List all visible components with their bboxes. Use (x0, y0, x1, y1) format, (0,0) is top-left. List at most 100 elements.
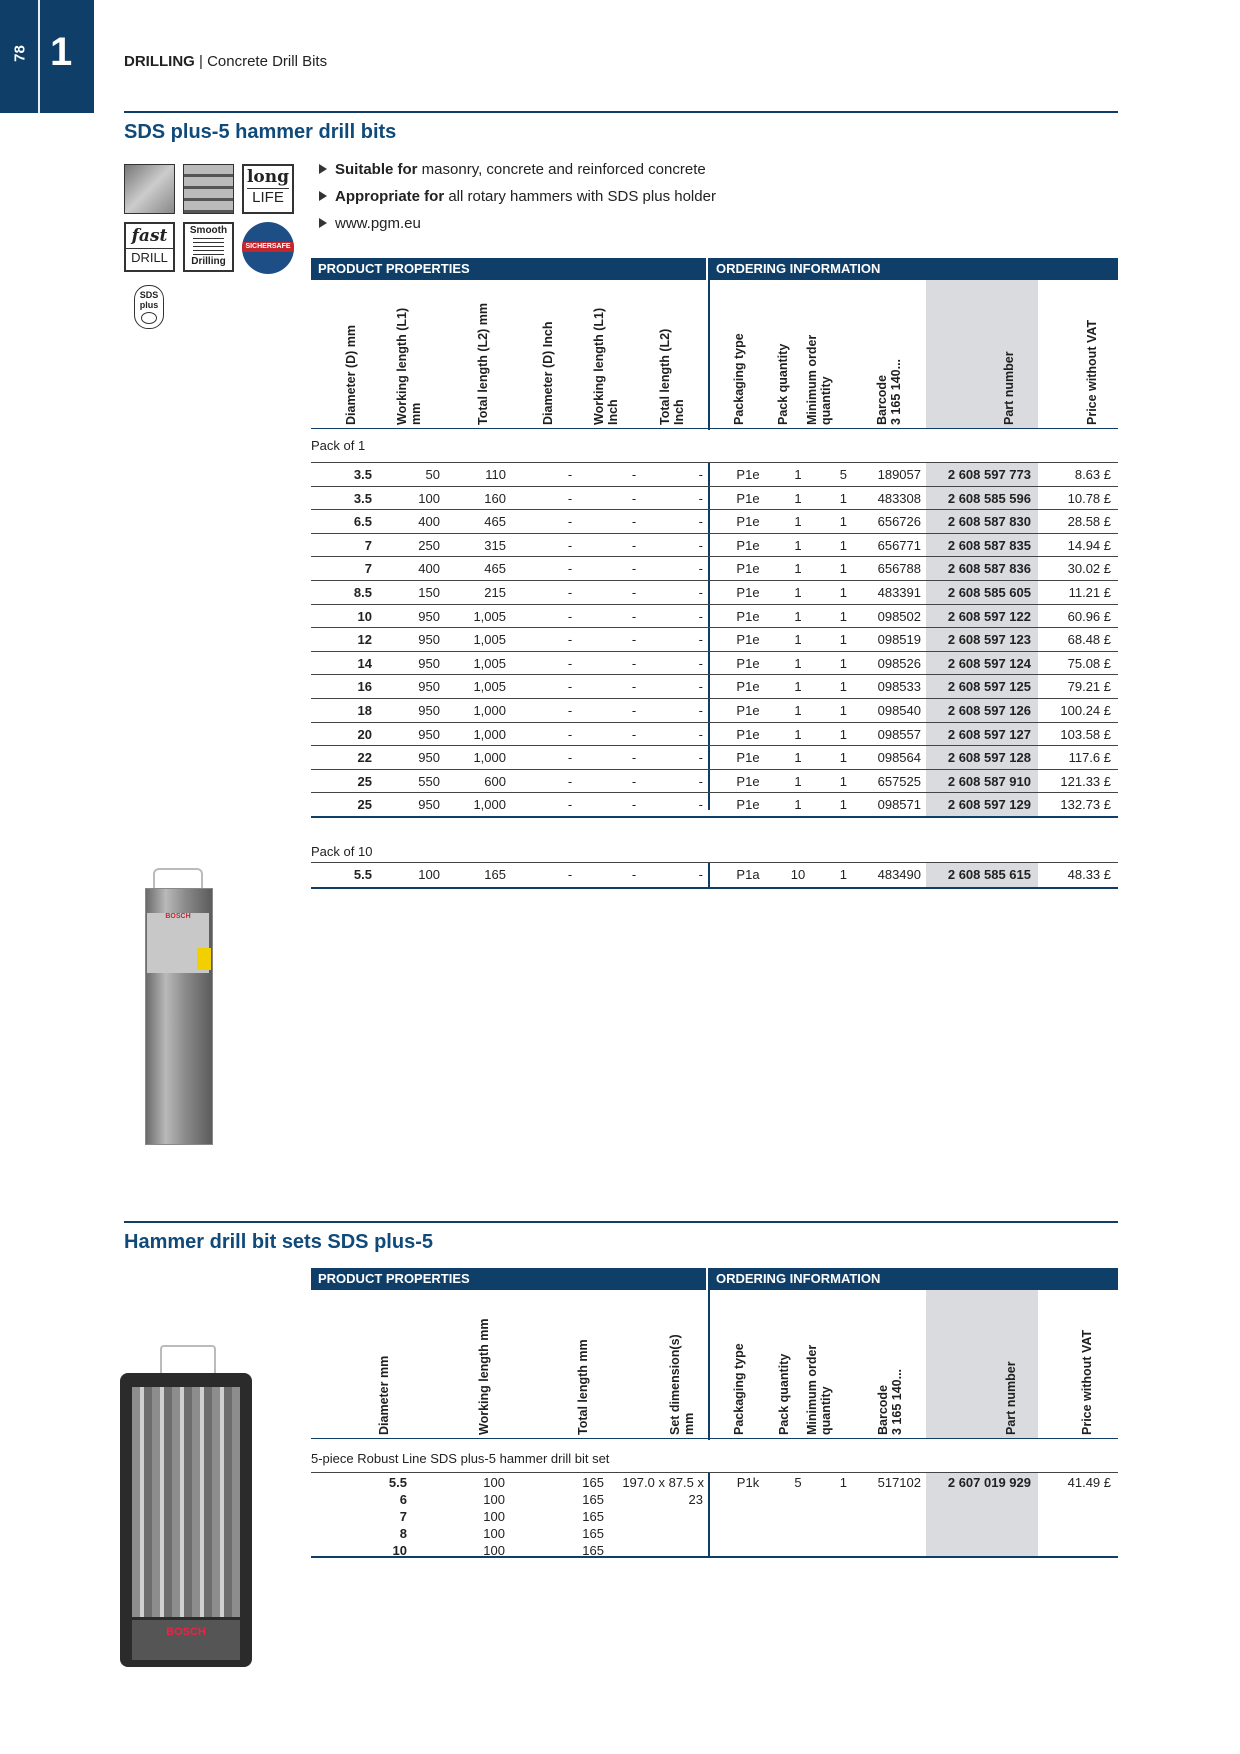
row-divider (311, 650, 1118, 652)
tab-divider (38, 0, 40, 113)
column-header: Part number (1002, 351, 1016, 425)
column-header: Diameter (D) Inch (541, 321, 555, 426)
set-total-length: 165 (582, 1475, 604, 1490)
set-part-number: 2 607 019 929 (947, 1475, 1031, 1490)
table-cell: 11.21 £ (1068, 585, 1111, 600)
bullet-arrow-icon (319, 164, 327, 174)
table-cell: 600 (484, 773, 506, 789)
table-cell: - (567, 514, 573, 530)
table-cell: 1,000 (473, 797, 506, 813)
website-link[interactable]: www.pgm.eu (335, 215, 421, 232)
table-cell: 2 608 597 129 (947, 797, 1031, 813)
table-cell: 1 (839, 490, 847, 506)
long-life-icon: long LIFE (242, 164, 294, 214)
table-cell: P1e (736, 514, 760, 530)
chapter-tab: 78 1 (0, 0, 94, 113)
drill-bit-set-image: BOSCH (120, 1345, 252, 1667)
table-cell: 3.5 (353, 490, 372, 506)
row-divider (311, 721, 1118, 723)
table-cell: - (567, 797, 573, 813)
part-number-cell-shade (926, 581, 1038, 604)
table-cell: - (567, 655, 573, 671)
table-cell: 098557 (877, 726, 921, 742)
row-divider (311, 509, 1118, 511)
table-cell: 1 (839, 750, 847, 766)
table-cell: 656771 (877, 537, 921, 553)
table-cell: 2 608 597 126 (947, 703, 1031, 718)
section2-title: Hammer drill bit sets SDS plus-5 (124, 1231, 433, 1253)
running-header: DRILLING | Concrete Drill Bits (124, 53, 327, 70)
table-cell: 75.08 £ (1067, 655, 1111, 671)
header-subcategory: Concrete Drill Bits (207, 53, 328, 70)
table-cell: - (698, 467, 703, 482)
table-cell: 165 (484, 867, 506, 882)
table-cell: - (631, 632, 637, 648)
pack-sticker (197, 948, 211, 970)
header-rule (311, 428, 1118, 429)
row-divider (311, 674, 1118, 676)
table-cell: 1,000 (473, 703, 506, 718)
table-cell: 250 (418, 537, 440, 553)
table-bottom-rule (311, 1556, 1118, 1558)
table-cell: P1e (736, 750, 760, 766)
part-number-column-shade (926, 280, 1038, 428)
table-cell: 16 (357, 679, 372, 695)
table-cell: 25 (357, 773, 372, 789)
part-number-cell-shade (926, 651, 1038, 675)
table-cell: 400 (418, 561, 440, 577)
header-rule (311, 1438, 1118, 1439)
table-cell: 2 608 597 122 (947, 608, 1031, 624)
part-number-cell-shade (926, 863, 1038, 887)
table-cell: - (698, 537, 703, 553)
table-cell: 1 (794, 585, 802, 600)
part-number-cell-shade (926, 604, 1038, 628)
table-cell: 100.24 £ (1060, 703, 1111, 718)
row-divider (311, 462, 1118, 463)
table-cell: 098571 (877, 797, 921, 813)
table-cell: 1 (794, 537, 802, 553)
set-working-length: 100 (483, 1543, 505, 1558)
table-cell: - (631, 726, 637, 742)
table-cell: 12 (357, 632, 372, 648)
sds-top-text: SDS (139, 290, 159, 300)
table-cell: - (698, 490, 703, 506)
sds-shank-icon (141, 312, 157, 324)
table-cell: 20 (357, 726, 372, 742)
table-cell: - (631, 467, 637, 482)
table-cell: 1 (839, 585, 847, 600)
set-barcode: 517102 (877, 1475, 921, 1490)
row-divider (311, 768, 1118, 770)
table-cell: 1 (794, 632, 802, 648)
table-cell: 098526 (877, 655, 921, 671)
table-cell: 1 (794, 561, 802, 577)
table-cell: 098564 (877, 750, 921, 766)
table-cell: - (631, 490, 637, 506)
part-number-cell-shade (926, 699, 1038, 722)
table-cell: 1 (839, 561, 847, 577)
group-label: Pack of 1 (311, 438, 366, 453)
pack-brand-text: BOSCH (165, 913, 191, 920)
table-cell: P1e (736, 703, 760, 718)
table-cell: 1 (839, 867, 847, 882)
table-cell: 14 (357, 655, 372, 671)
table-cell: P1e (736, 490, 760, 506)
table-cell: P1e (736, 467, 760, 482)
set-pack-qty: 5 (794, 1475, 802, 1490)
table-cell: - (631, 514, 637, 530)
table-cell: - (631, 585, 637, 600)
table-cell: - (567, 867, 573, 882)
table-cell: 2 608 587 835 (947, 537, 1031, 553)
set-packaging: P1k (736, 1475, 760, 1490)
set-min-order: 1 (839, 1475, 847, 1490)
table-cell: - (567, 726, 573, 742)
row-divider (311, 627, 1118, 629)
column-header: Total length (L2) mm (476, 303, 490, 425)
table-cell: 110 (485, 467, 506, 482)
table-cell: 1,005 (473, 655, 506, 671)
row-divider (311, 698, 1118, 699)
set-diameter: 5.5 (388, 1475, 407, 1490)
fast-drill-bottom-text: DRILL (126, 248, 173, 267)
table-cell: - (631, 561, 637, 577)
table-cell: - (631, 750, 637, 766)
